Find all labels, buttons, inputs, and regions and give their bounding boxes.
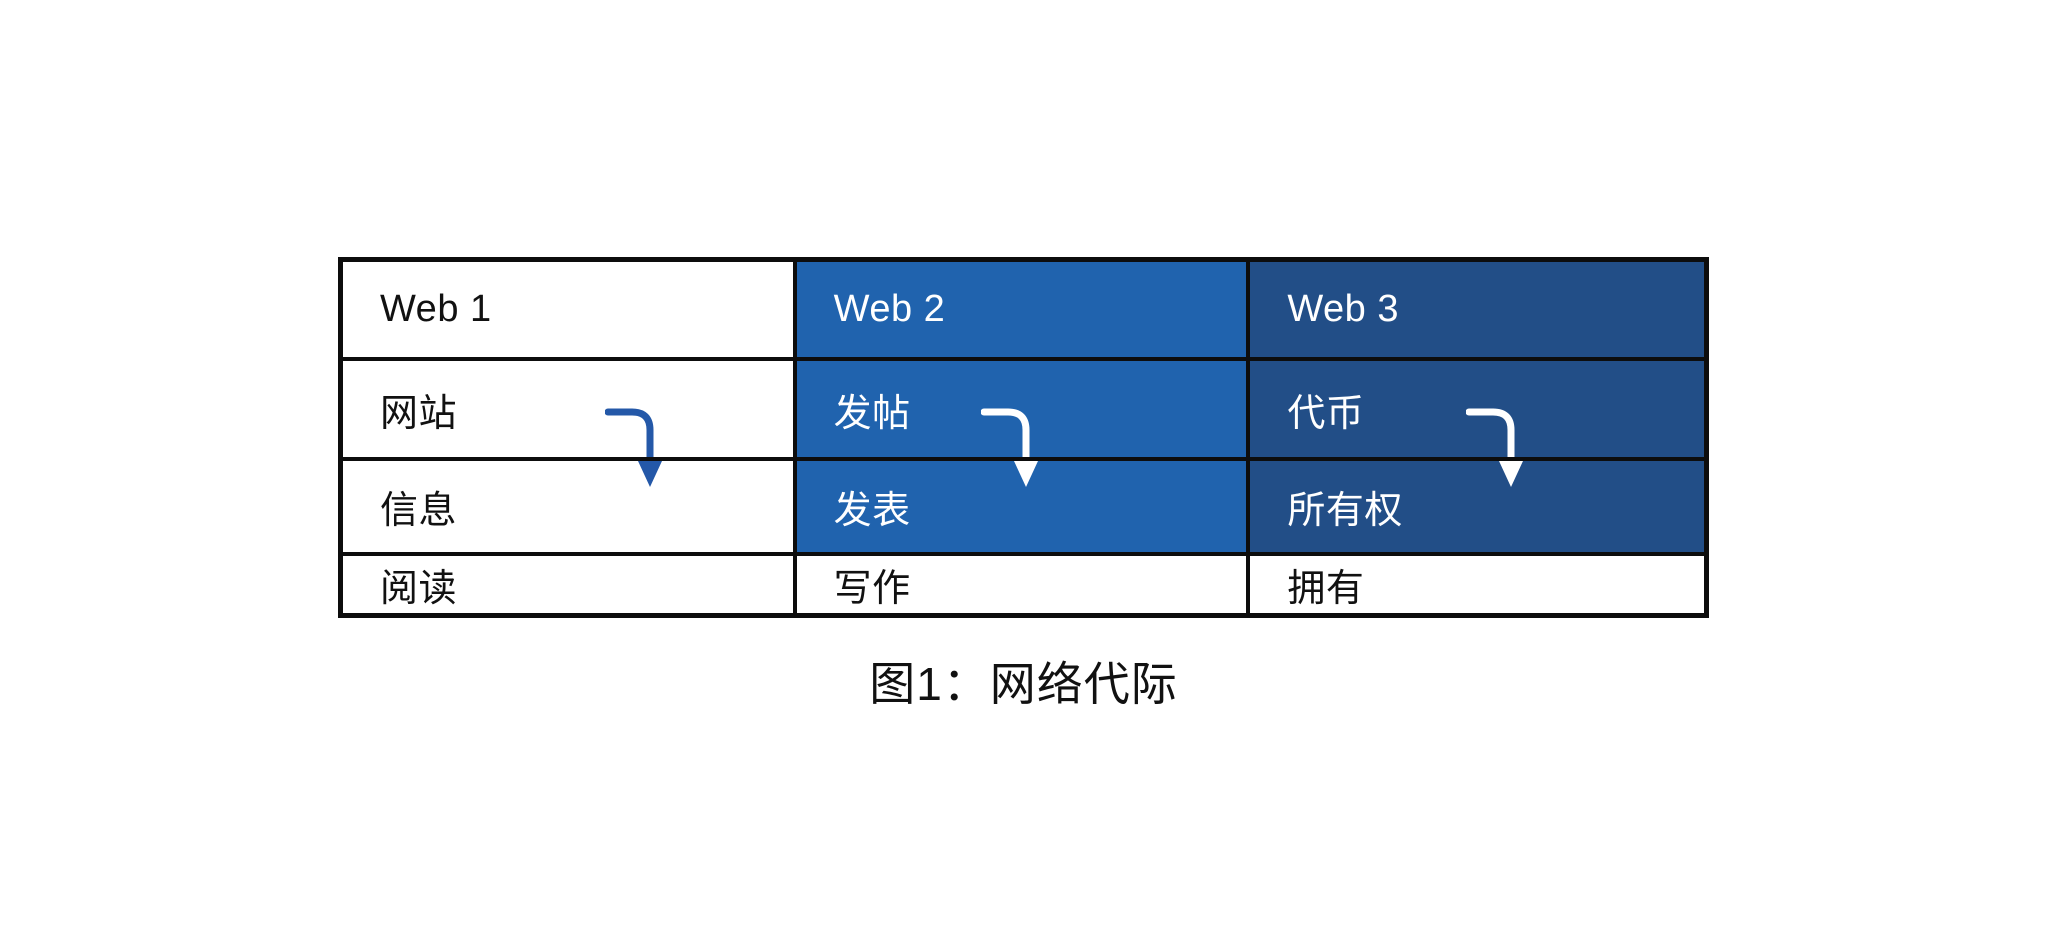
cell-web1-header: Web 1 [343,262,797,361]
cell-web1-row3: 信息 [343,461,797,556]
curved-down-arrow-icon [981,404,1041,492]
cell-web3-header: Web 3 [1250,262,1704,361]
figure-caption: 图1：网络代际 [869,658,1178,710]
cell-web1-row4: 阅读 [343,556,797,613]
grid-line-overlay [1007,457,1045,461]
cell-web1-row2: 网站 [343,361,797,461]
web-generations-table: Web 1 Web 2 Web 3 网站 发帖 代币 信息 发表 所有权 阅读 … [338,257,1709,618]
curved-down-arrow-icon [605,404,665,492]
cell-web2-header: Web 2 [796,262,1251,361]
cell-web3-row3: 所有权 [1250,461,1704,556]
cell-web3-row2: 代币 [1250,361,1704,461]
grid-line-overlay [1492,457,1530,461]
cell-web3-row4: 拥有 [1250,556,1704,613]
cell-web2-row4: 写作 [796,556,1251,613]
grid-line-overlay [631,457,669,461]
curved-down-arrow-icon [1466,404,1526,492]
